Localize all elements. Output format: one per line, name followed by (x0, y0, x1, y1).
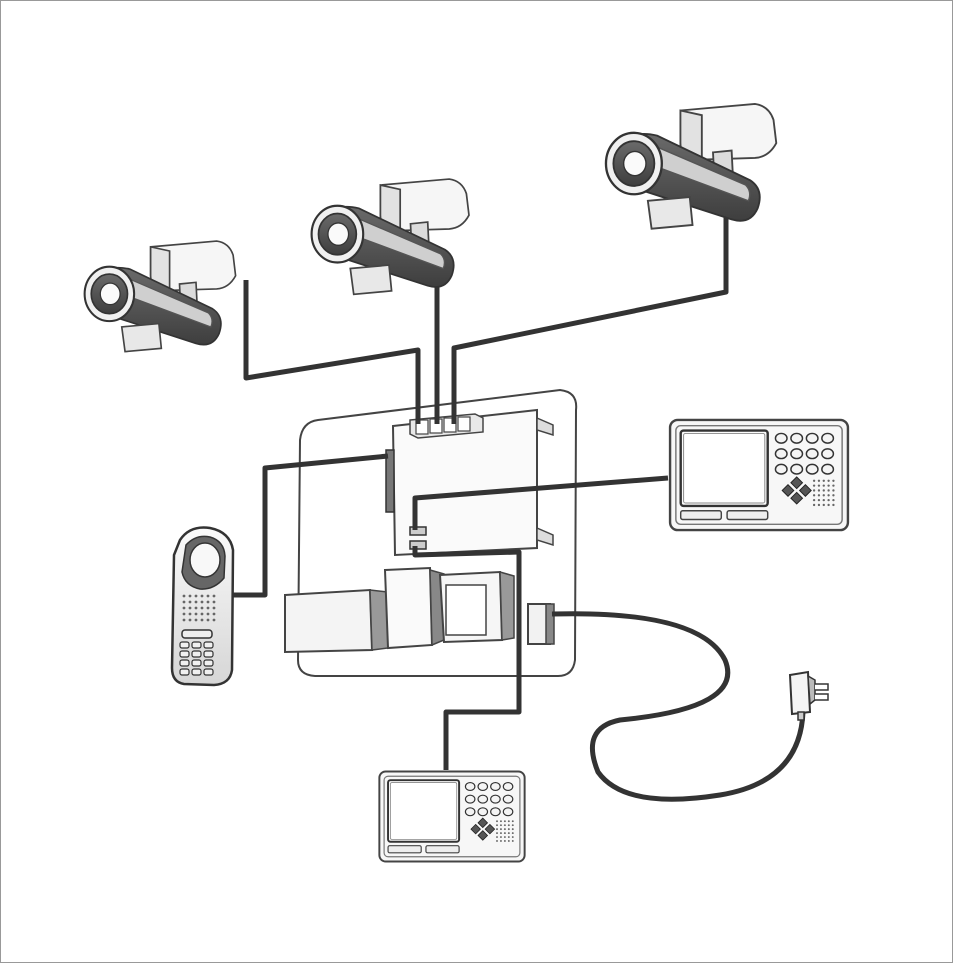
cable-camera-3 (451, 212, 729, 424)
monitor-keypad-icon (668, 418, 850, 532)
cable-handset (228, 453, 389, 598)
cable-monitor-bottom (412, 546, 522, 770)
cable-camera-1 (243, 280, 421, 424)
monitor-keypad-icon (378, 770, 526, 863)
control-panel-icon (284, 388, 578, 677)
cable-power (551, 611, 806, 802)
cable-group (228, 212, 806, 802)
intercom-handset-icon (170, 526, 235, 687)
cable-monitor-right (412, 475, 669, 530)
power-plug-icon (788, 670, 829, 721)
